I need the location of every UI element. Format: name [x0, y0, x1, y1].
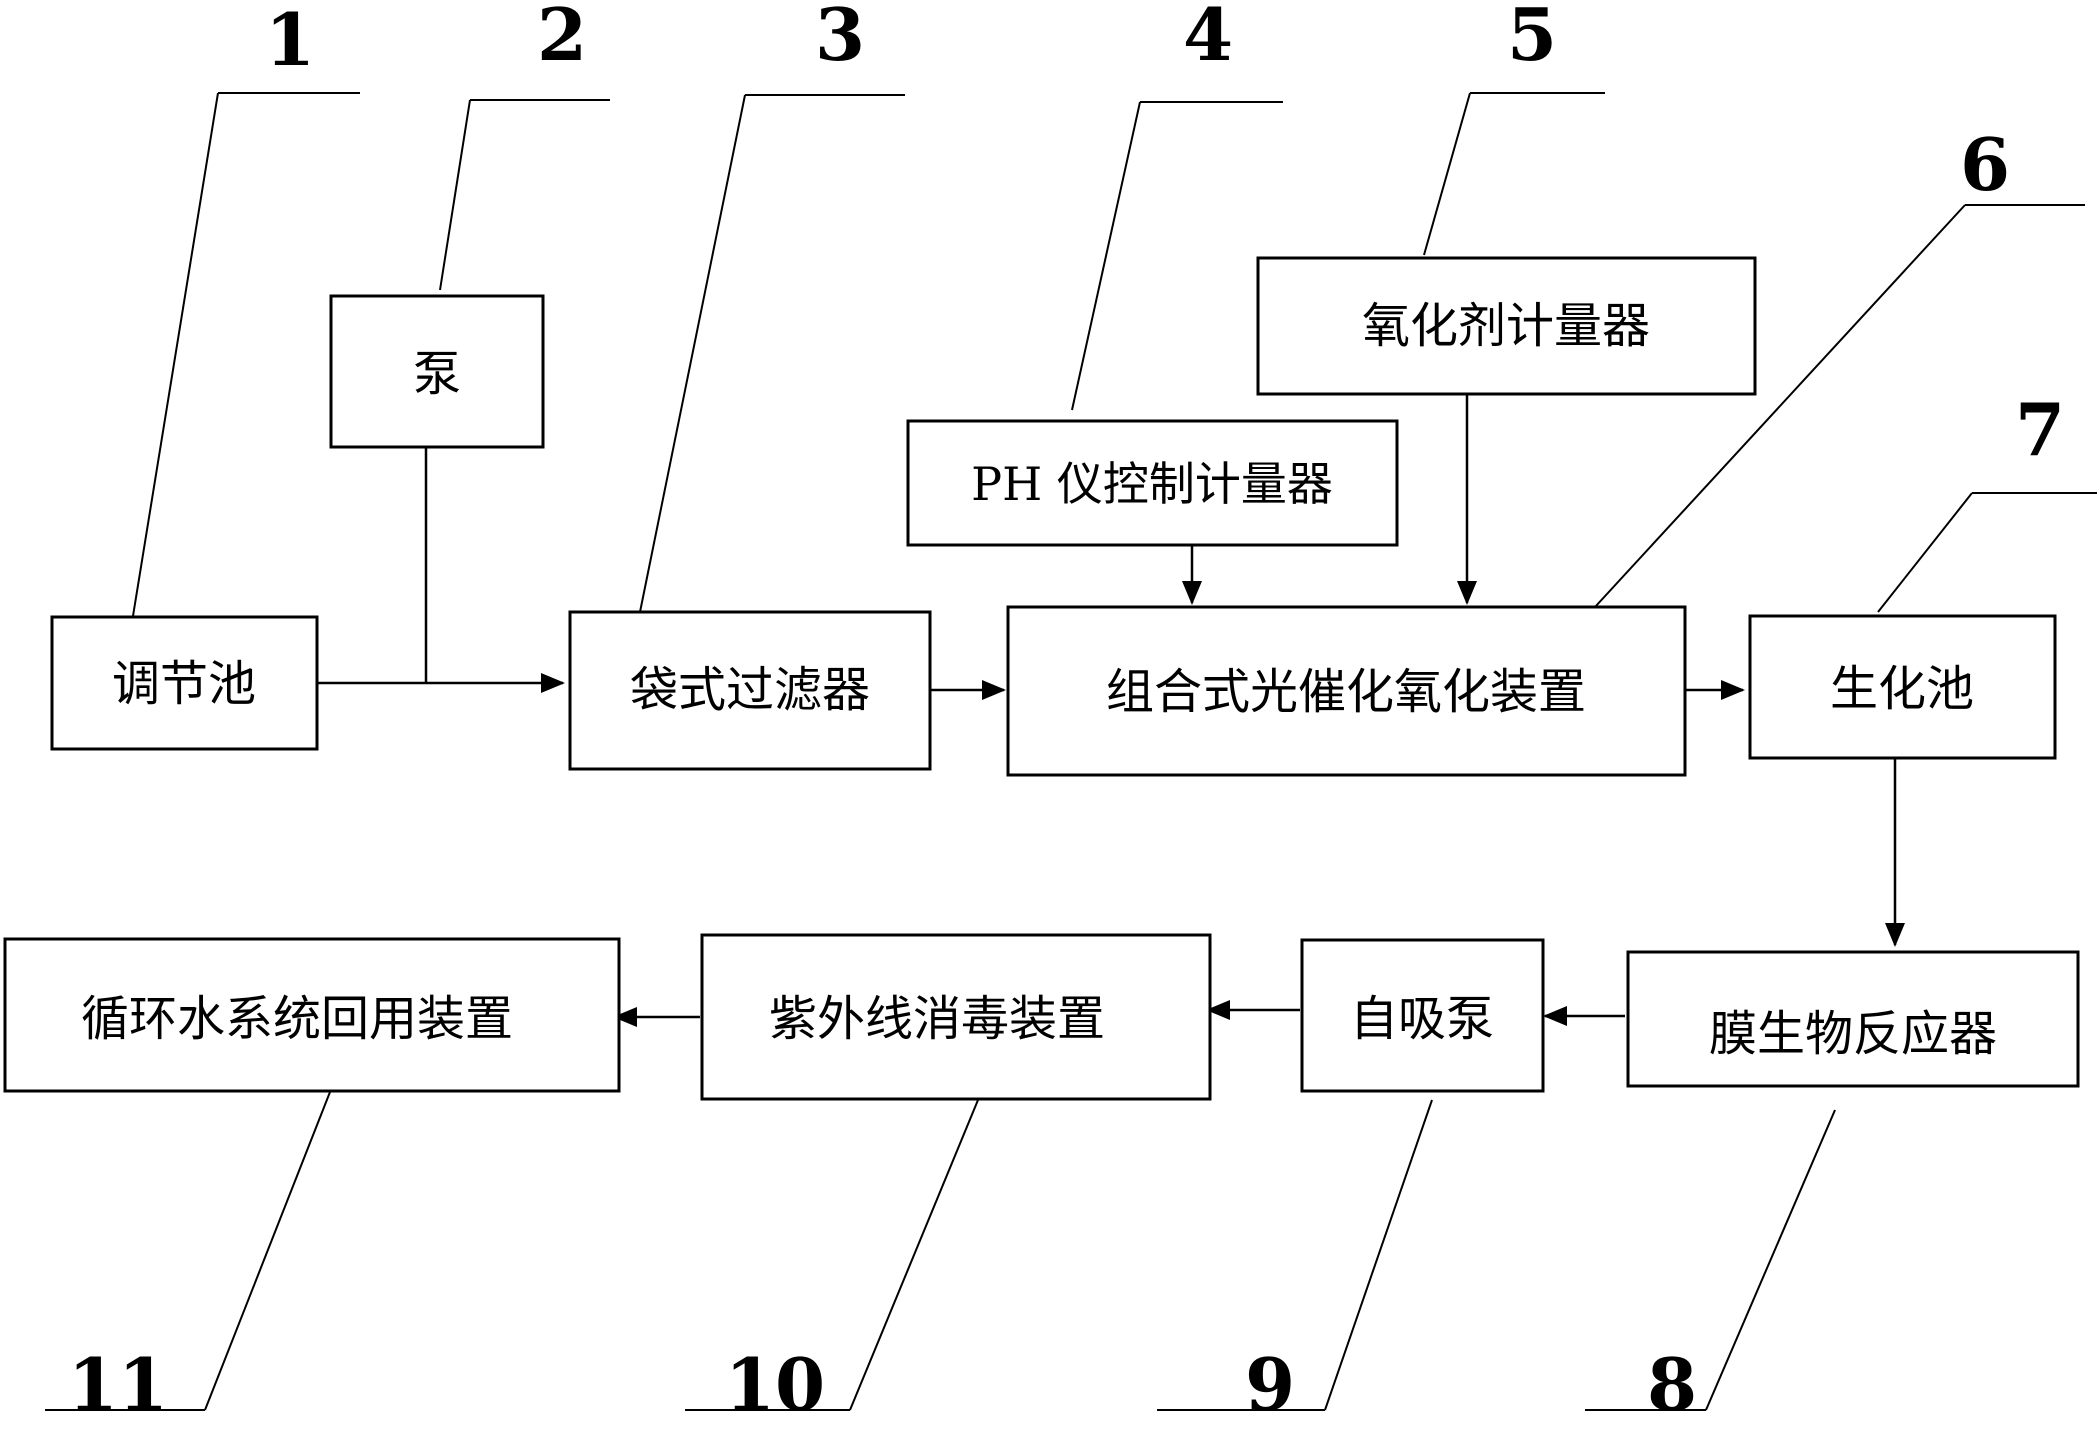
- box-beng: 泵: [329, 294, 545, 449]
- number-5: 5: [1507, 0, 1557, 77]
- reference-numbers: 1 2 3 4 5 6 7 8 9 10 11: [68, 0, 2065, 1427]
- number-leaders: [45, 92, 2097, 1411]
- number-6: 6: [1960, 122, 2010, 207]
- number-8: 8: [1647, 1342, 1697, 1427]
- box-label-zixibeng: 自吸泵: [1350, 991, 1494, 1047]
- box-ziwaixian-xiaodu: 紫外线消毒装置: [700, 933, 1212, 1101]
- box-ph-meter: PH 仪控制计量器: [906, 419, 1399, 547]
- box-label-daishi-guolvqi: 袋式过滤器: [630, 662, 870, 718]
- box-label-guangcuihua-device: 组合式光催化氧化装置: [1106, 664, 1586, 720]
- box-label-ph-meter: PH 仪控制计量器: [971, 457, 1333, 511]
- box-label-mo-shengwu-fanyingqi: 膜生物反应器: [1709, 1006, 1997, 1062]
- number-11: 11: [68, 1342, 168, 1427]
- box-mo-shengwu-fanyingqi: 膜生物反应器: [1626, 950, 2080, 1088]
- flow-lines: [318, 394, 1905, 1027]
- number-7: 7: [2015, 387, 2065, 472]
- box-label-xunhuanshui-huiyong: 循环水系统回用装置: [81, 991, 513, 1047]
- box-shenghuachi: 生化池: [1748, 614, 2057, 760]
- number-1: 1: [265, 0, 315, 82]
- number-10: 10: [725, 1342, 825, 1427]
- box-xunhuanshui-huiyong: 循环水系统回用装置: [3, 937, 621, 1093]
- number-3: 3: [815, 0, 865, 77]
- box-yanghuaji-jiliangqi: 氧化剂计量器: [1256, 256, 1757, 396]
- box-label-ziwaixian-xiaodu: 紫外线消毒装置: [769, 991, 1105, 1047]
- number-9: 9: [1245, 1342, 1295, 1427]
- box-label-beng: 泵: [413, 346, 461, 402]
- box-guangcuihua-device: 组合式光催化氧化装置: [1006, 605, 1687, 777]
- box-label-yanghuaji-jiliangqi: 氧化剂计量器: [1362, 298, 1650, 354]
- box-zixibeng: 自吸泵: [1300, 938, 1545, 1093]
- box-daishi-guolvqi: 袋式过滤器: [568, 610, 932, 771]
- box-tiaojiechi: 调节池: [50, 615, 319, 751]
- number-4: 4: [1183, 0, 1233, 77]
- box-label-shenghuachi: 生化池: [1830, 661, 1974, 717]
- box-label-tiaojiechi: 调节池: [112, 656, 256, 712]
- number-2: 2: [537, 0, 587, 77]
